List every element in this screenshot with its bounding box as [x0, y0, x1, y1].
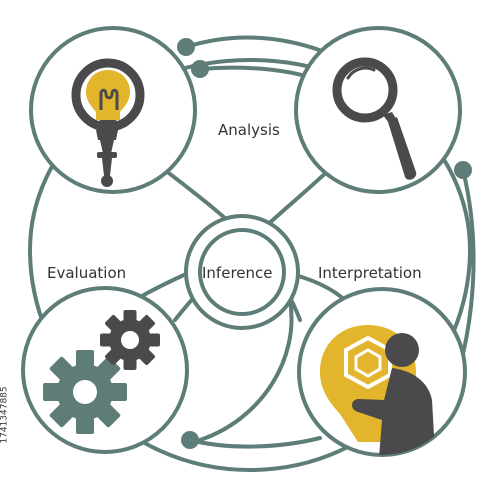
connector-dot: [454, 161, 472, 179]
connector-dot: [181, 431, 199, 449]
connector-dots: [177, 38, 472, 449]
watermark-stock-id: 1741347885: [0, 386, 10, 444]
magnifying-glass-icon: [332, 57, 417, 180]
label-inference: Inference: [202, 264, 273, 282]
connector-bottom-arc: [188, 436, 322, 449]
label-interpretation: Interpretation: [318, 264, 422, 282]
gears-icon: [43, 310, 160, 434]
label-evaluation: Evaluation: [47, 264, 127, 282]
person-thinking-icon: [320, 325, 436, 455]
lightbulb-magnifier-icon: [71, 58, 145, 187]
connector-top-arc: [184, 35, 332, 56]
curve-bottom-sweep: [198, 298, 294, 442]
label-analysis: Analysis: [218, 121, 280, 139]
connector-dot: [191, 60, 209, 78]
node-circle-center-inner: [198, 228, 286, 316]
connector-dot: [177, 38, 195, 56]
